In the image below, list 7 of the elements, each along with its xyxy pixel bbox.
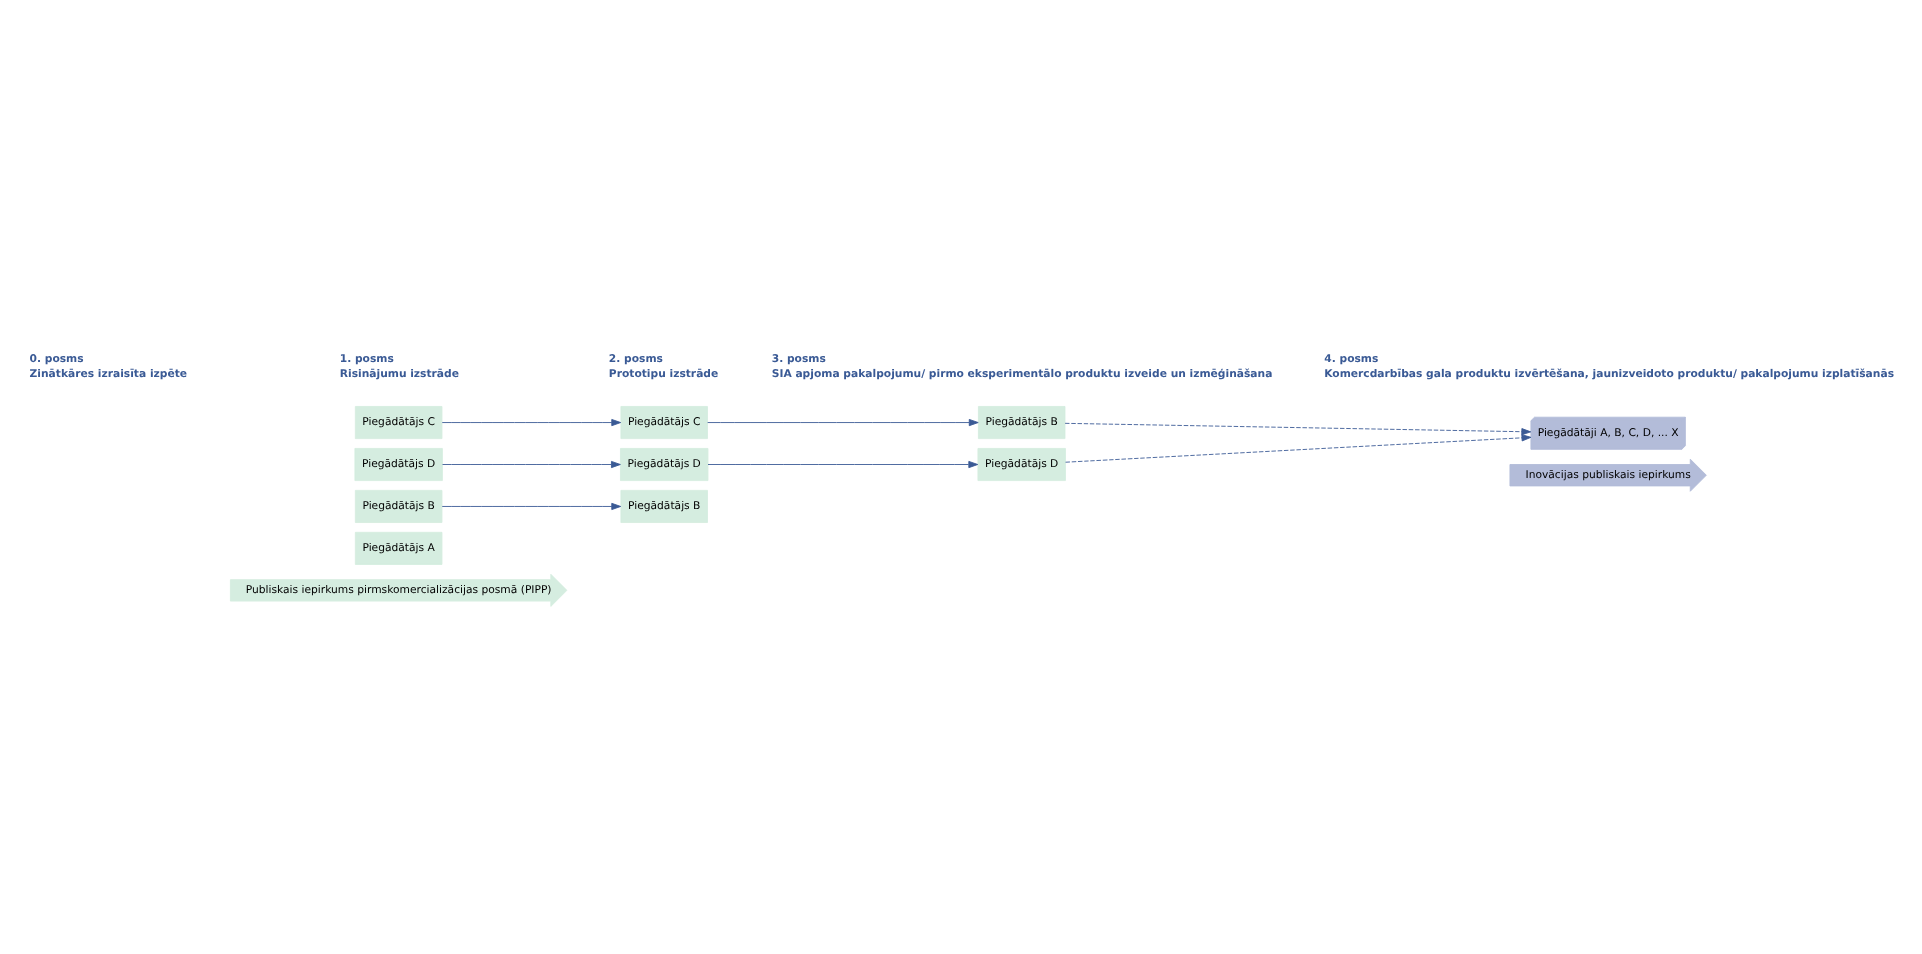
arrow	[441, 502, 622, 511]
arrow	[442, 460, 621, 469]
arrow	[441, 419, 622, 427]
arrow	[707, 460, 979, 469]
arrow	[707, 419, 979, 427]
arrow	[1065, 434, 1532, 463]
arrow	[1064, 422, 1532, 436]
